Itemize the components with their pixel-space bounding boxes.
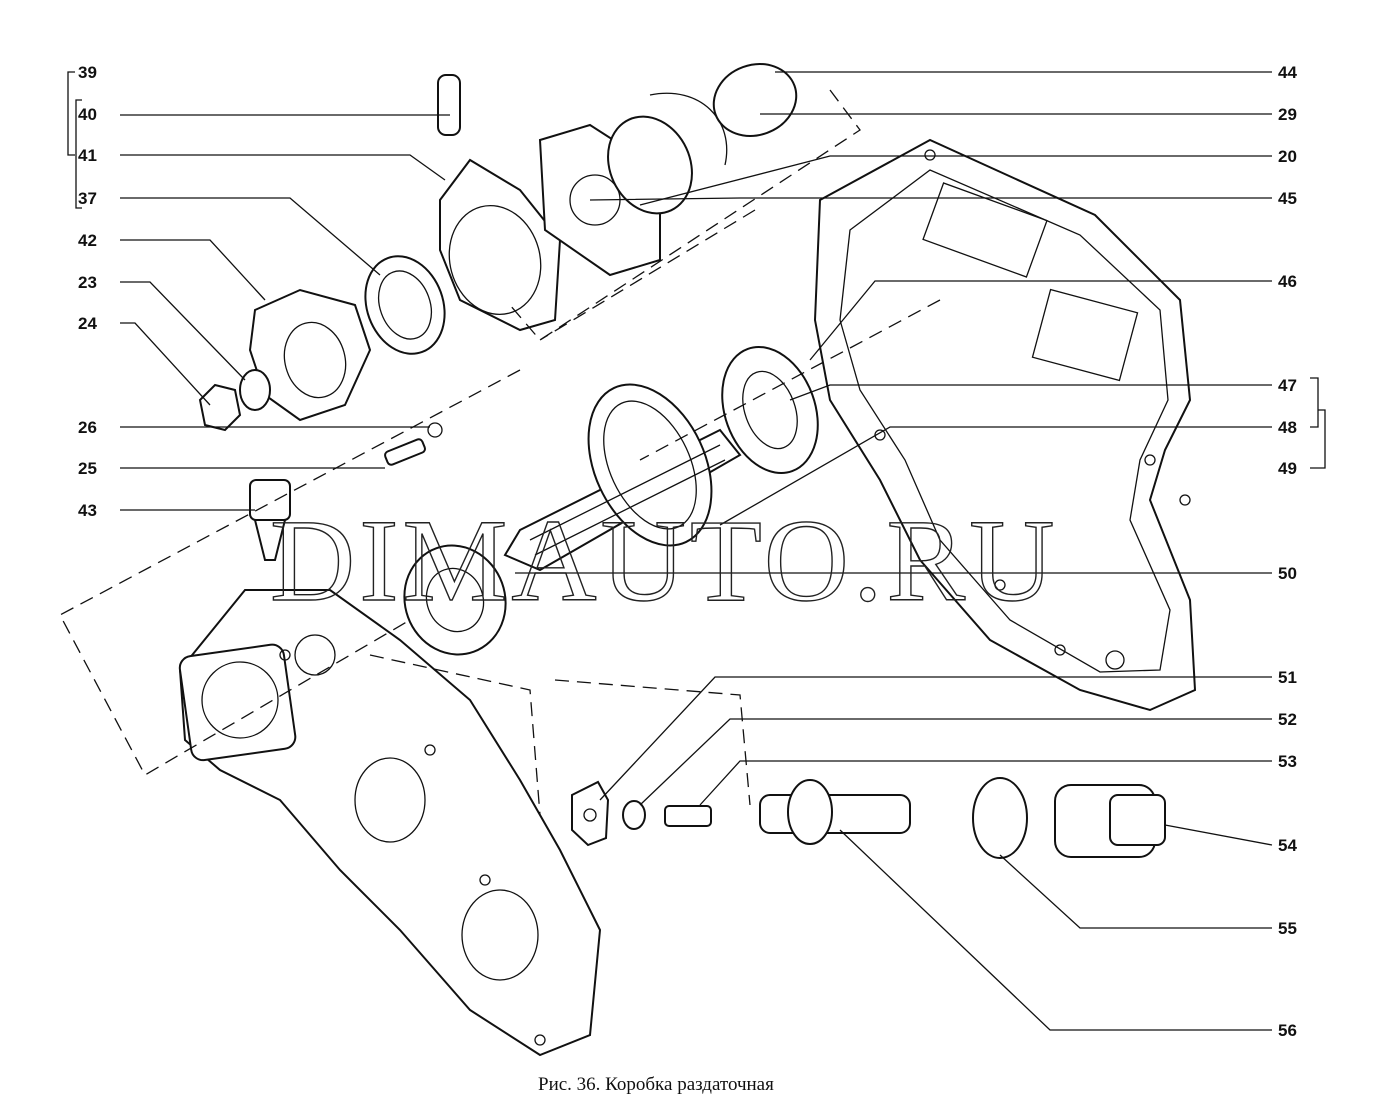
callout-43: 43 xyxy=(78,501,97,520)
callout-51: 51 xyxy=(1278,668,1297,687)
transfer-case-cover xyxy=(178,589,602,1057)
callout-41: 41 xyxy=(78,146,97,165)
upper-exploded-parts xyxy=(198,63,798,466)
plug-43 xyxy=(249,479,291,561)
transfer-case-housing xyxy=(813,138,1197,712)
callout-53: 53 xyxy=(1278,752,1297,771)
callout-20: 20 xyxy=(1278,147,1297,166)
callout-29: 29 xyxy=(1278,105,1297,124)
callout-24: 24 xyxy=(78,314,97,333)
callout-47: 47 xyxy=(1278,376,1297,395)
callouts-left: 39 40 41 37 42 23 24 26 25 43 xyxy=(78,63,97,520)
output-shaft-assembly xyxy=(503,346,819,572)
callout-44: 44 xyxy=(1278,63,1297,82)
callout-39: 39 xyxy=(78,63,97,82)
callout-26: 26 xyxy=(78,418,97,437)
callout-25: 25 xyxy=(78,459,97,478)
callout-54: 54 xyxy=(1278,836,1297,855)
callout-49: 49 xyxy=(1278,459,1297,478)
callout-56: 56 xyxy=(1278,1021,1297,1040)
speedometer-drive-parts xyxy=(571,777,1166,859)
callout-45: 45 xyxy=(1278,189,1297,208)
watermark: DIMAUTO.RU xyxy=(270,495,1058,626)
callout-40: 40 xyxy=(78,105,97,124)
callouts-right: 44 29 20 45 46 47 48 49 50 51 52 53 54 5… xyxy=(1278,63,1297,1040)
callout-46: 46 xyxy=(1278,272,1297,291)
bearing-50 xyxy=(403,544,507,656)
callout-23: 23 xyxy=(78,273,97,292)
callout-52: 52 xyxy=(1278,710,1297,729)
figure-caption: Рис. 36. Коробка раздаточная xyxy=(538,1074,774,1095)
callout-50: 50 xyxy=(1278,564,1297,583)
callout-48: 48 xyxy=(1278,418,1297,437)
assembly-guide-lines xyxy=(59,89,941,816)
leader-lines xyxy=(67,71,1326,1031)
callout-42: 42 xyxy=(78,231,97,250)
callout-55: 55 xyxy=(1278,919,1297,938)
callout-37: 37 xyxy=(78,189,97,208)
